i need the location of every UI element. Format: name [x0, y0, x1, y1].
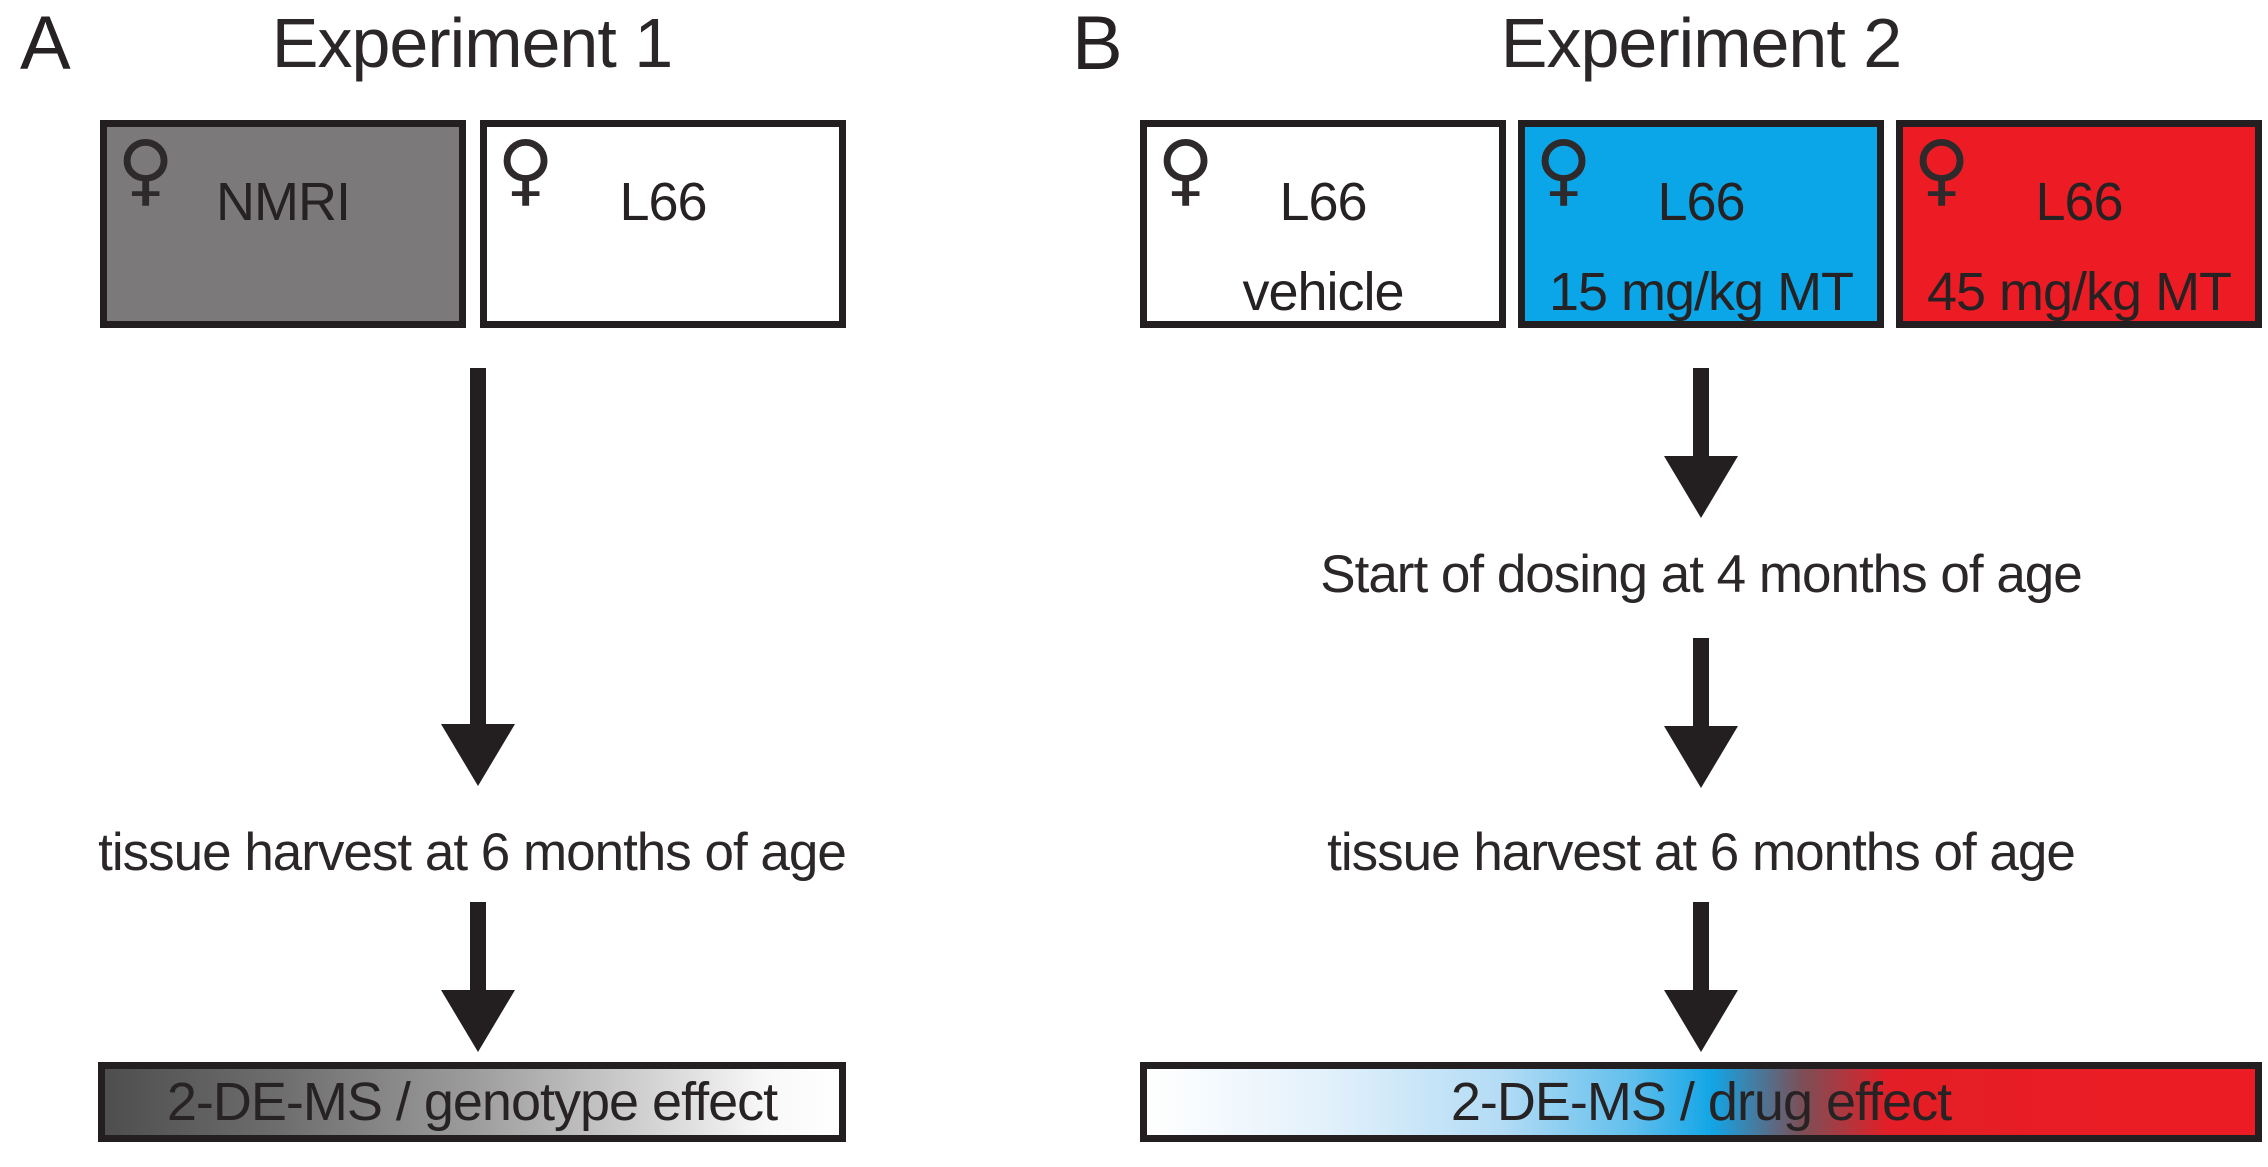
group-label: NMRI	[216, 172, 351, 232]
panel-a-title: Experiment 1	[271, 4, 673, 82]
down-arrow-icon	[1664, 638, 1738, 790]
panel-a-label: A	[20, 1, 71, 86]
group-label: L66	[2035, 172, 2123, 232]
female-icon: ♀	[1157, 125, 1215, 215]
dosing-step-text: Start of dosing at 4 months of age	[1320, 545, 2083, 604]
harvest-step-text: tissue harvest at 6 months of age	[1327, 823, 2076, 882]
result-bar-label: 2-DE-MS / genotype effect	[166, 1072, 778, 1132]
arrow-shaft	[1693, 638, 1709, 728]
group-box-l66: ♀ L66	[480, 120, 846, 328]
result-bar-genotype: 2-DE-MS / genotype effect	[98, 1062, 846, 1142]
group-box-nmri: ♀ NMRI	[100, 120, 466, 328]
group-box-vehicle: ♀ L66 vehicle	[1140, 120, 1506, 328]
arrow-shaft	[470, 368, 486, 726]
arrow-shaft	[1693, 902, 1709, 992]
arrow-head	[441, 990, 515, 1052]
group-label: L66	[1657, 172, 1745, 232]
group-label: L66	[1279, 172, 1367, 232]
down-arrow-icon	[441, 902, 515, 1054]
group-label: L66	[619, 172, 707, 232]
arrow-shaft	[470, 902, 486, 992]
arrow-head	[1664, 726, 1738, 788]
female-icon: ♀	[497, 125, 555, 215]
result-bar-drug: 2-DE-MS / drug effect	[1140, 1062, 2262, 1142]
result-bar-label: 2-DE-MS / drug effect	[1450, 1072, 1952, 1132]
down-arrow-icon	[441, 368, 515, 788]
female-icon: ♀	[117, 125, 175, 215]
female-icon: ♀	[1535, 125, 1593, 215]
group-box-45mg: ♀ L66 45 mg/kg MT	[1896, 120, 2262, 328]
arrow-head	[1664, 990, 1738, 1052]
panel-b-title: Experiment 2	[1500, 4, 1902, 82]
arrow-shaft	[1693, 368, 1709, 458]
group-dose-label: 15 mg/kg MT	[1548, 262, 1854, 322]
arrow-head	[1664, 456, 1738, 518]
down-arrow-icon	[1664, 902, 1738, 1054]
down-arrow-icon	[1664, 368, 1738, 520]
panel-b-label: B	[1072, 1, 1123, 86]
female-icon: ♀	[1913, 125, 1971, 215]
group-dose-label: vehicle	[1242, 262, 1404, 322]
harvest-step-text: tissue harvest at 6 months of age	[98, 823, 847, 882]
arrow-head	[441, 724, 515, 786]
group-dose-label: 45 mg/kg MT	[1926, 262, 2232, 322]
group-box-15mg: ♀ L66 15 mg/kg MT	[1518, 120, 1884, 328]
